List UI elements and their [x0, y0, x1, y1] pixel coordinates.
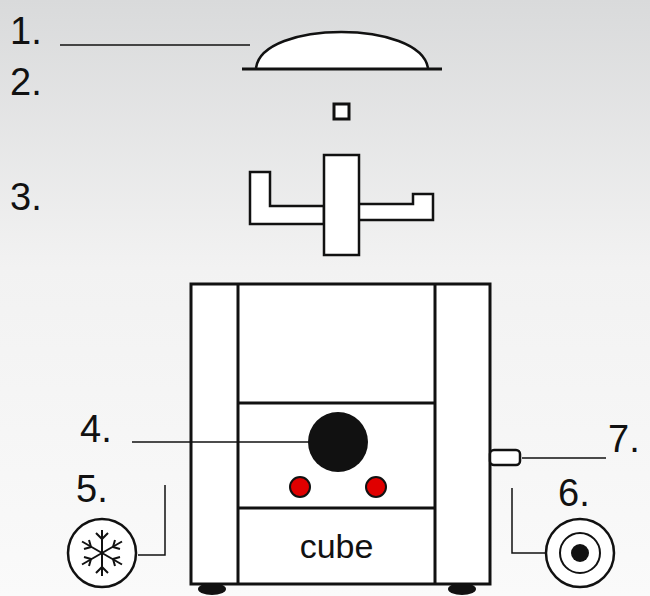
- power-icon-ring: [560, 533, 600, 573]
- brand-text: cube: [300, 527, 374, 566]
- callout-number: 3.: [10, 178, 42, 216]
- brand-panel: cube: [240, 510, 433, 583]
- snowflake-icon: [68, 519, 136, 587]
- callout-number: 4.: [80, 410, 112, 448]
- blade-hub: [324, 155, 359, 255]
- blade-right: [358, 194, 433, 220]
- callout-number: 6.: [558, 474, 590, 512]
- snowflake: [82, 530, 122, 576]
- callout-number: 2.: [10, 63, 42, 101]
- leader-line: [138, 485, 165, 555]
- control-knob: [308, 412, 368, 472]
- lid-rim: [242, 68, 442, 71]
- housing-line: [238, 402, 435, 405]
- connector-stub: [490, 450, 520, 465]
- power-icon: [546, 519, 614, 587]
- housing-line: [238, 507, 435, 510]
- leader-line: [512, 488, 546, 553]
- housing-line: [434, 284, 437, 584]
- leader-line: [60, 44, 250, 46]
- indicator-light: [366, 477, 386, 497]
- callout-number: 5.: [76, 470, 108, 508]
- lid: [256, 32, 428, 68]
- callout-number: 1.: [10, 12, 42, 50]
- seal: [334, 104, 349, 119]
- leader-line: [132, 441, 310, 443]
- indicator-light: [290, 477, 310, 497]
- housing-line: [237, 284, 240, 584]
- power-icon-dot: [571, 544, 589, 562]
- base-housing: [191, 284, 490, 584]
- leader-line: [522, 457, 606, 459]
- blade-left: [250, 172, 324, 224]
- foot: [198, 583, 226, 595]
- foot: [448, 583, 476, 595]
- callout-number: 7.: [608, 420, 640, 458]
